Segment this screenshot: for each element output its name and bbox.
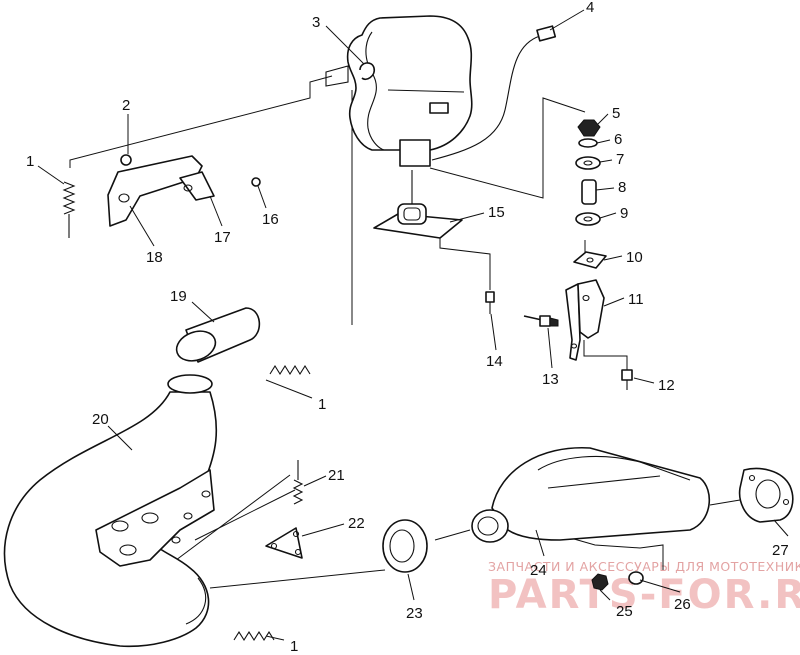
callout-23: 23 xyxy=(406,605,423,622)
callout-9: 9 xyxy=(620,205,628,222)
watermark-logo: PARTS-FOR.RU xyxy=(488,572,800,618)
hardware-stack xyxy=(573,119,607,269)
callout-5: 5 xyxy=(612,105,620,122)
callout-leaders xyxy=(37,9,789,641)
callout-16: 16 xyxy=(262,211,279,228)
callout-20: 20 xyxy=(92,411,109,428)
callout-13: 13 xyxy=(542,371,559,388)
callout-15: 15 xyxy=(488,204,505,221)
callout-11: 11 xyxy=(628,291,644,308)
connection-lines xyxy=(69,75,741,589)
watermark-caption: ЗАПЧАСТИ И АКСЕССУАРЫ ДЛЯ МОТОТЕХНИКИ xyxy=(488,559,800,574)
callout-14: 14 xyxy=(486,353,503,370)
callout-8: 8 xyxy=(618,179,626,196)
callout-19: 19 xyxy=(170,288,187,305)
mount-plate-15 xyxy=(373,170,463,239)
callout-3: 3 xyxy=(312,14,320,31)
springs xyxy=(233,364,311,642)
callout-22: 22 xyxy=(348,515,365,532)
callout-6: 6 xyxy=(614,131,622,148)
callout-4: 4 xyxy=(586,0,594,16)
grommet-23 xyxy=(382,519,428,573)
callout-26: 26 xyxy=(674,596,691,613)
callout-1-bottom: 1 xyxy=(290,638,298,655)
callout-24: 24 xyxy=(530,562,547,579)
nut-washer xyxy=(591,571,644,591)
callout-7: 7 xyxy=(616,151,624,168)
silencer-24 xyxy=(471,447,711,543)
callout-27: 27 xyxy=(772,542,789,559)
callout-labels: 1 2 3 4 5 6 7 8 9 10 11 12 13 14 15 16 1… xyxy=(26,0,789,655)
flange-gasket-27 xyxy=(738,467,794,523)
callout-18: 18 xyxy=(146,249,163,266)
bracket-11 xyxy=(565,279,605,361)
sleeve-19 xyxy=(175,307,261,363)
callout-1-middle: 1 xyxy=(318,396,326,413)
expansion-chamber xyxy=(3,374,218,648)
watermark: ЗАПЧАСТИ И АКСЕССУАРЫ ДЛЯ МОТОТЕХНИКИ PA… xyxy=(488,559,800,618)
bolts xyxy=(485,291,633,390)
callout-17: 17 xyxy=(214,229,231,246)
callout-21: 21 xyxy=(328,467,345,484)
plate-22 xyxy=(265,527,303,559)
callout-10: 10 xyxy=(626,249,643,266)
callout-12: 12 xyxy=(658,377,675,394)
callout-25: 25 xyxy=(616,603,633,620)
callout-2: 2 xyxy=(122,97,130,114)
muffler-canister xyxy=(325,15,473,167)
sensor-wire xyxy=(431,25,557,161)
hanger-bracket xyxy=(62,154,261,238)
callout-1-top: 1 xyxy=(26,153,34,170)
